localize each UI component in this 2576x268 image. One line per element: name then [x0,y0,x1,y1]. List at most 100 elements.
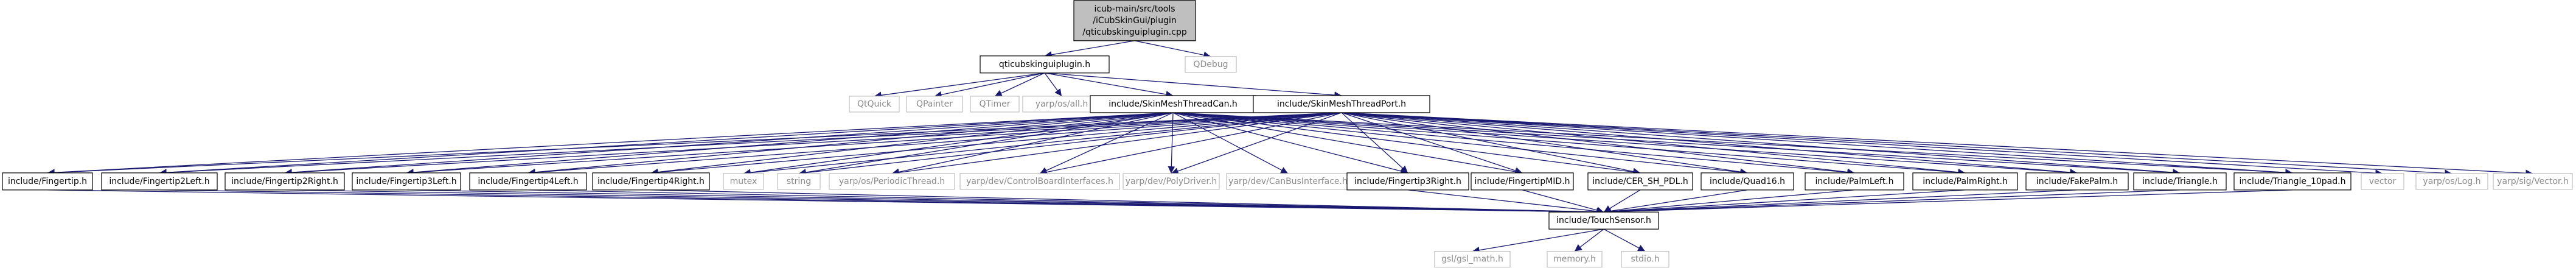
node-label: mutex [730,177,757,186]
node-box [970,96,1020,113]
node-label: /qticubskinguiplugin.cpp [1082,27,1187,37]
edge-plugin_h-to-qtimer [994,72,1045,97]
node-box [2361,173,2404,190]
node-label: QTimer [979,99,1010,109]
node-box [352,172,461,191]
node-box [1226,173,1350,190]
edge-skin_can-to-fakepalm [1172,112,2078,176]
node-label: /iCubSkinGui/plugin [1093,16,1177,26]
node-box [1185,56,1237,73]
node-fakepalm[interactable]: include/FakePalm.h [2025,172,2129,191]
node-root[interactable]: icub-main/src/tools/iCubSkinGui/plugin/q… [1073,0,1196,41]
node-fingertip[interactable]: include/Fingertip.h [2,172,93,191]
node-label: yarp/os/PeriodicThread.h [839,177,945,186]
edge [1341,112,1523,174]
edge-touchsensor-to-gsl_math [1472,228,1604,254]
edge [1341,112,2383,177]
node-box [225,172,345,191]
node-fingertip2r[interactable]: include/Fingertip2Right.h [225,172,345,191]
node-fingertip2l[interactable]: include/Fingertip2Left.h [101,172,218,191]
node-mutex: mutex [723,173,764,190]
node-palmright[interactable]: include/PalmRight.h [1912,172,2018,191]
node-quad16[interactable]: include/Quad16.h [1701,172,1794,191]
node-box [1621,251,1669,268]
node-palmleft[interactable]: include/PalmLeft.h [1805,172,1904,191]
edge-skin_port-to-fingertip3l [406,112,1342,176]
node-label: include/FingertipMID.h [1474,177,1570,186]
edge-plugin_h-to-skin_can [1044,72,1174,98]
edge [1603,189,1641,213]
edge [1039,112,1342,176]
node-fingertip3r[interactable]: include/Fingertip3Right.h [1346,172,1469,191]
node-label: stdio.h [1631,255,1659,264]
edge-skin_port-to-quad16 [1341,112,1748,175]
node-controlboard: yarp/dev/ControlBoardInterfaces.h [959,173,1120,190]
edge [1134,40,1211,59]
edge-skin_port-to-periodic [891,112,1342,177]
node-fingertip3l[interactable]: include/Fingertip3Left.h [352,172,461,191]
edge [1603,228,1646,252]
node-vector: vector [2361,173,2404,190]
node-box [849,96,900,113]
edge [1044,40,1135,58]
node-label: yarp/dev/PolyDriver.h [1126,177,1217,186]
node-box [1346,172,1469,191]
node-triangle[interactable]: include/Triangle.h [2133,172,2227,191]
edge [1044,72,1342,99]
node-gsl_math: gsl/gsl_math.h [1434,251,1511,268]
node-fingertip4l[interactable]: include/Fingertip4Left.h [469,172,587,191]
edge-skin_port-to-fingertip2r [284,112,1342,177]
edge-skin_can-to-fingertip4r [650,112,1174,176]
node-plugin_h[interactable]: qticubskinguiplugin.h [980,55,1110,74]
edge-palmright-to-touchsensor [1603,189,1966,216]
node-fingertipmid[interactable]: include/FingertipMID.h [1471,172,1574,191]
edge-skin_port-to-triangle [1341,112,2181,176]
edge-skin_port-to-fakepalm [1341,112,2078,176]
edge [1522,189,1604,214]
node-cer_sh[interactable]: include/CER_SH_PDL.h [1587,172,1693,191]
edge-root-to-qdebug [1134,40,1211,59]
edge-skin_can-to-fingertip [47,112,1174,177]
edge-skin_can-to-canbus [1172,112,1289,174]
edge [1172,112,1289,174]
edge [994,72,1045,97]
node-label: include/TouchSensor.h [1556,216,1651,225]
node-box [723,173,764,190]
edge [284,112,1342,177]
edge [1603,189,1748,215]
edge [284,112,1174,176]
edge [650,112,1174,176]
edge [1341,112,2452,177]
edge [1574,228,1604,252]
node-label: gsl/gsl_math.h [1441,255,1503,264]
node-label: yarp/os/Log.h [2423,177,2480,186]
edge-skin_port-to-fingertip3r [1341,112,1408,174]
edge-skin_can-to-palmright [1172,112,1966,176]
edge-plugin_h-to-qtquick [874,72,1045,99]
edge [527,112,1342,176]
edge [1341,112,2533,177]
edge-skin_port-to-yarp_vector [1341,112,2533,177]
node-skin_port[interactable]: include/SkinMeshThreadPort.h [1253,95,1430,113]
edge-cer_sh-to-touchsensor [1603,189,1641,213]
edge [798,112,1174,176]
edge-skin_can-to-polydriver [1168,112,1175,174]
node-label: include/PalmLeft.h [1815,177,1893,186]
edge-skin_port-to-fingertip4r [650,112,1342,176]
node-label: include/SkinMeshThreadPort.h [1277,99,1406,109]
edge [1603,189,2181,216]
node-label: include/PalmRight.h [1923,177,2008,186]
node-box [829,173,955,190]
edge [1603,189,2293,216]
node-polydriver: yarp/dev/PolyDriver.h [1123,173,1220,190]
edge-skin_can-to-controlboard [1039,112,1174,174]
node-box [1547,251,1603,268]
edge-triangle-to-touchsensor [1603,189,2181,216]
edge-skin_can-to-mutex [743,112,1174,176]
node-fingertip4r[interactable]: include/Fingertip4Right.h [592,172,710,191]
node-touchsensor[interactable]: include/TouchSensor.h [1548,211,1659,230]
node-skin_can[interactable]: include/SkinMeshThreadCan.h [1090,95,1256,113]
edge [1171,112,1342,175]
node-label: include/Fingertip2Right.h [231,177,338,186]
node-triangle10[interactable]: include/Triangle_10pad.h [2233,172,2351,191]
